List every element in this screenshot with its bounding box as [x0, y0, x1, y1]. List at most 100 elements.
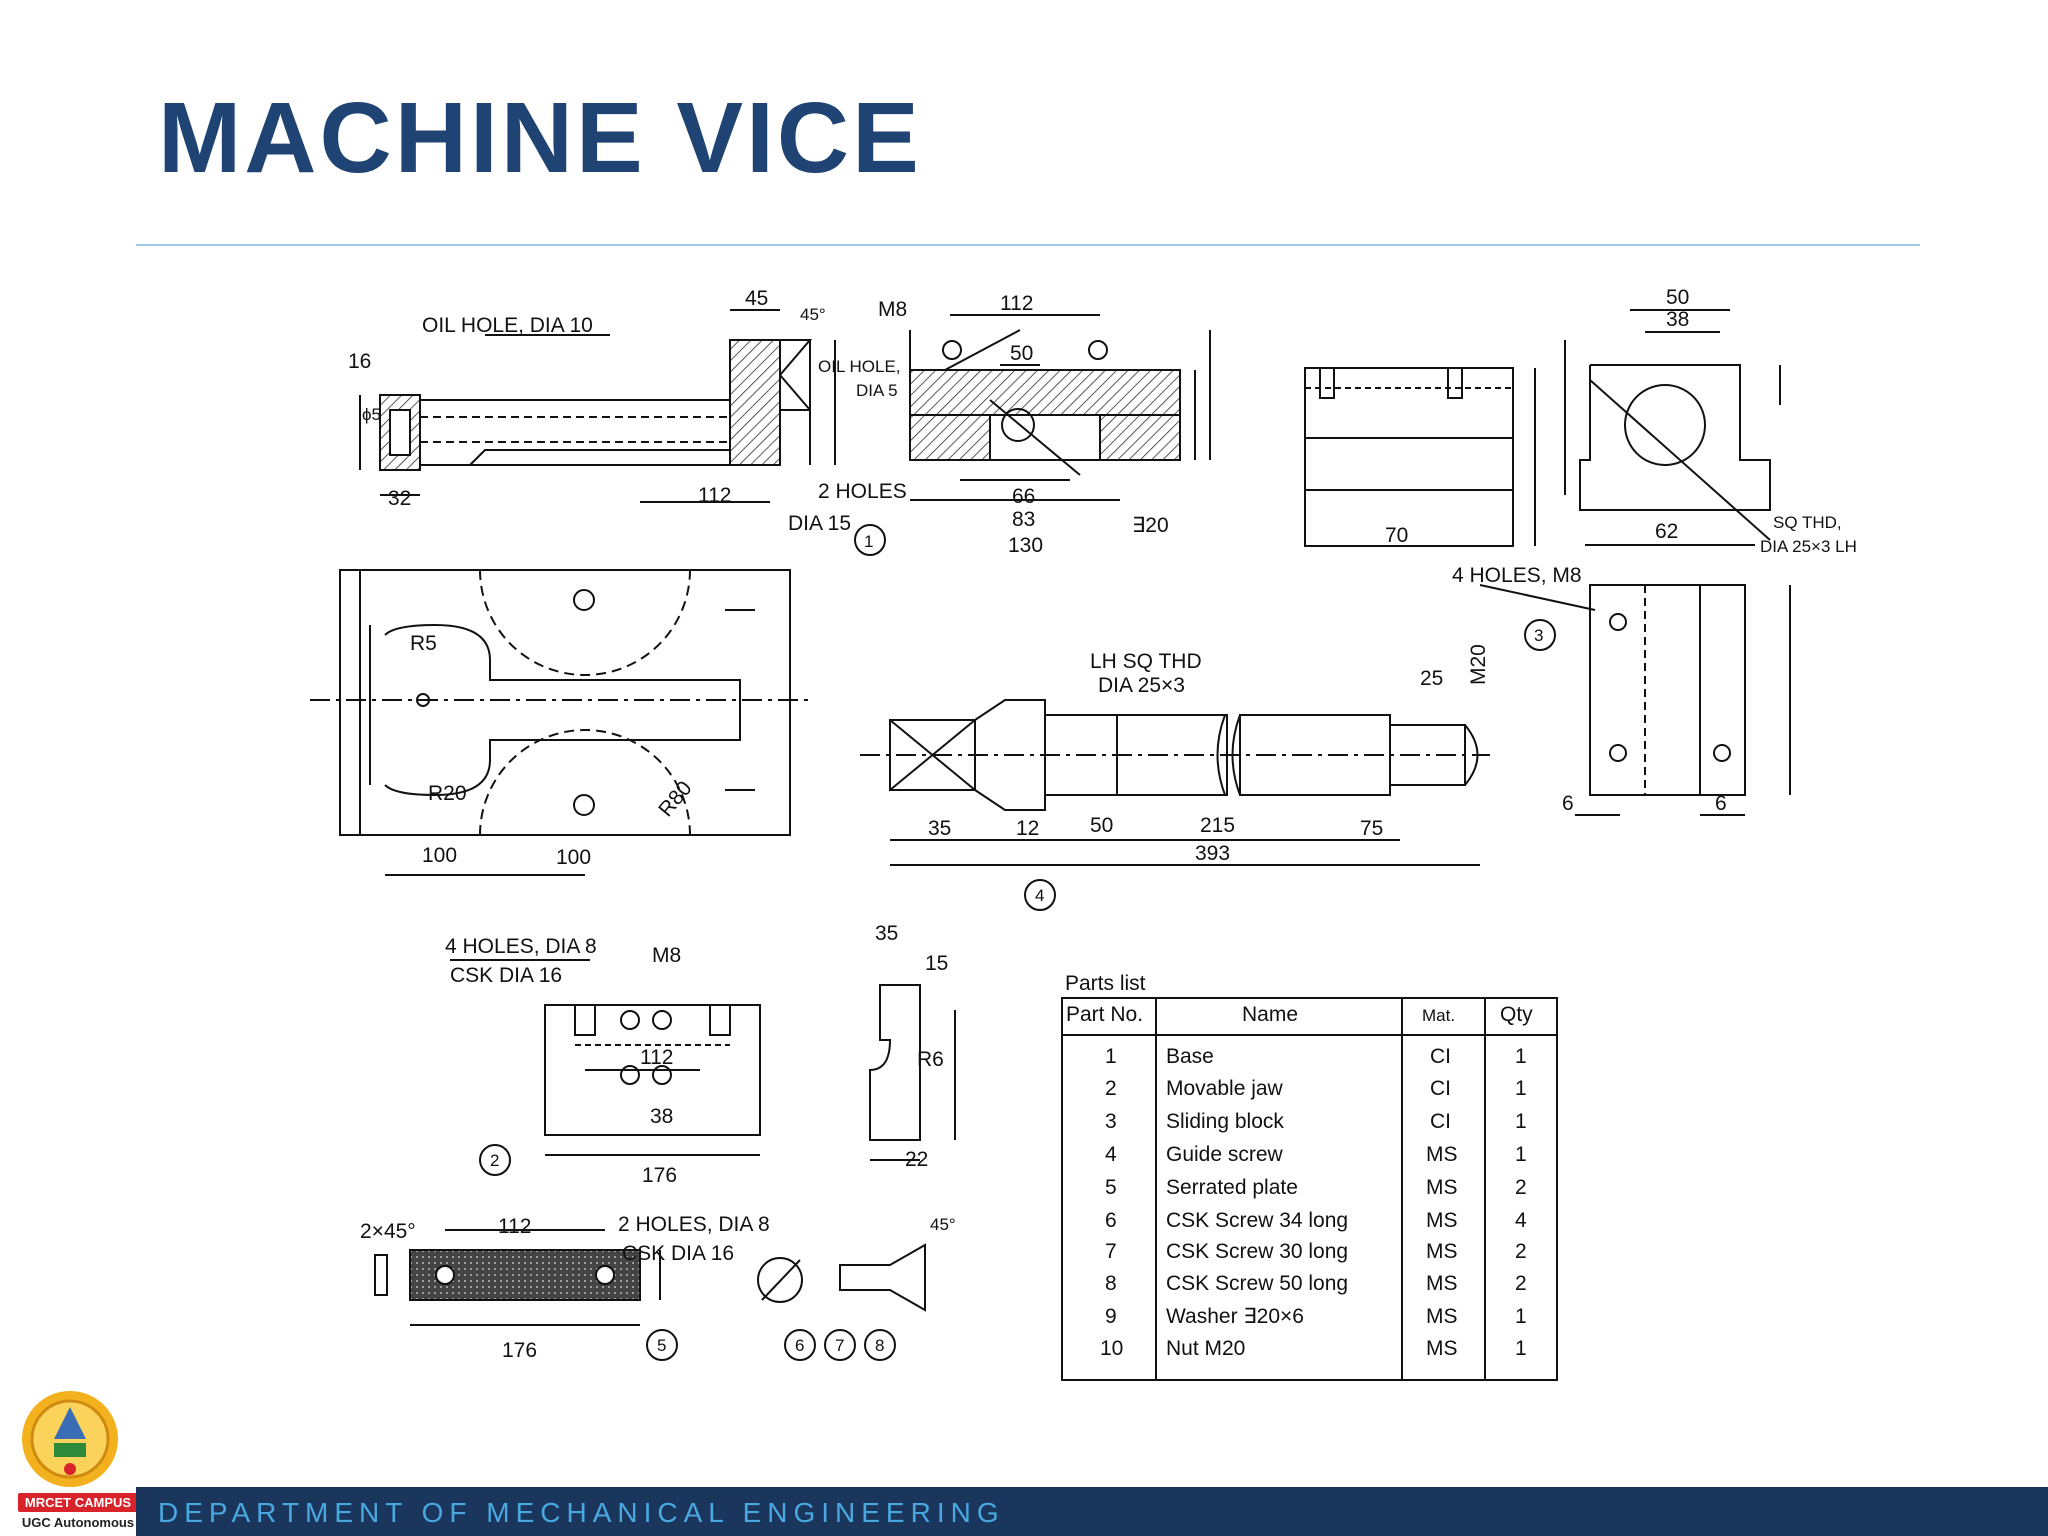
base-phi5-label: ϕ5: [362, 405, 381, 424]
sliding-block-part-number: 3: [1534, 626, 1543, 645]
parts-table-grid: [1061, 997, 1558, 1381]
department-name: DEPARTMENT OF MECHANICAL ENGINEERING: [158, 1497, 1005, 1528]
base-dim-45: 45: [745, 287, 768, 310]
part-qty: 1: [1515, 1305, 1527, 1328]
screw8-part-number: 8: [875, 1336, 884, 1355]
jaw-dim-22: 22: [905, 1148, 928, 1171]
slide-title: MACHINE VICE: [158, 82, 922, 194]
part-no: 8: [1105, 1272, 1117, 1295]
part-name: CSK Screw 30 long: [1166, 1240, 1348, 1263]
screw-dim-35: 35: [928, 817, 951, 840]
part-no: 9: [1105, 1305, 1117, 1328]
part-qty: 1: [1515, 1077, 1527, 1100]
screw-dim-75: 75: [1360, 817, 1383, 840]
csk-screws-view: [757, 1243, 926, 1361]
part-name: CSK Screw 34 long: [1166, 1209, 1348, 1232]
parts-header-name: Name: [1242, 1003, 1298, 1026]
part-material: MS: [1426, 1240, 1458, 1263]
table-row: 2 Movable jaw CI 1: [1105, 1077, 1527, 1100]
parts-header-part-no: Part No.: [1066, 1003, 1143, 1026]
sliding-block-four-holes: 4 HOLES, M8: [1452, 564, 1582, 587]
block-dim-6b: 6: [1715, 792, 1727, 815]
base-dim-32: 32: [388, 487, 411, 510]
part-name: Nut M20: [1166, 1337, 1245, 1360]
screw-lh-sq-dia: DIA 25×3: [1098, 674, 1185, 697]
base-dim-83: 83: [1012, 508, 1035, 531]
base-45deg-label: 45°: [800, 305, 826, 324]
part-name: CSK Screw 50 long: [1166, 1272, 1348, 1295]
footer-bar: DEPARTMENT OF MECHANICAL ENGINEERING: [136, 1487, 2048, 1536]
part-qty: 1: [1515, 1110, 1527, 1133]
table-row: 10 Nut M20 MS 1: [1100, 1337, 1527, 1360]
plate-csk-label: CSK DIA 16: [622, 1242, 734, 1265]
part-no: 3: [1105, 1110, 1117, 1133]
jaw-dim-112: 112: [640, 1046, 673, 1069]
base-dim-50: 50: [1010, 342, 1033, 365]
parts-header-material: Mat.: [1422, 1006, 1455, 1025]
part-no: 1: [1105, 1045, 1117, 1068]
base-two-holes-label: 2 HOLES: [818, 480, 907, 503]
part-qty: 2: [1515, 1176, 1527, 1199]
emblem-icon: [22, 1391, 118, 1487]
part-no: 6: [1105, 1209, 1117, 1232]
oil-hole-label: OIL HOLE, DIA 10: [422, 314, 593, 337]
screw-part-number: 4: [1035, 886, 1044, 905]
part-no: 2: [1105, 1077, 1117, 1100]
sliding-block-view: [1304, 309, 1791, 816]
base-dim-112-top: 112: [1000, 292, 1033, 315]
table-row: 4 Guide screw MS 1: [1105, 1143, 1527, 1166]
screw7-part-number: 7: [835, 1336, 844, 1355]
plan-r80-label: R80: [654, 777, 696, 821]
oil-hole-dia-label: DIA 5: [856, 381, 898, 400]
part-material: MS: [1426, 1272, 1458, 1295]
part-qty: 1: [1515, 1337, 1527, 1360]
plan-dim-100a: 100: [422, 844, 457, 867]
block-dim-62: 62: [1655, 520, 1678, 543]
plate-chamfer-label: 2×45°: [360, 1220, 416, 1243]
screw-lh-sq-thd: LH SQ THD: [1090, 650, 1202, 673]
screw6-part-number: 6: [795, 1336, 804, 1355]
block-dim-70: 70: [1385, 524, 1408, 547]
drawing-labels: OIL HOLE, DIA 10 OIL HOLE, DIA 5 M8 2 HO…: [348, 286, 1857, 1362]
base-elevation-view: [359, 309, 836, 503]
machine-vice-drawing: OIL HOLE, DIA 10 OIL HOLE, DIA 5 M8 2 HO…: [310, 286, 1857, 1381]
jaw-csk-label: CSK DIA 16: [450, 964, 562, 987]
college-logo: MRCET CAMPUS UGC Autonomous: [10, 1385, 138, 1535]
part-no: 10: [1100, 1337, 1123, 1360]
base-dim-16: 16: [348, 350, 371, 373]
part-material: MS: [1426, 1176, 1458, 1199]
base-plan-view: [310, 569, 810, 876]
part-material: MS: [1426, 1337, 1458, 1360]
plan-r20-label: R20: [428, 782, 467, 805]
base-dia20-label: ∃20: [1132, 514, 1169, 537]
base-dim-66: 66: [1012, 485, 1035, 508]
base-dia15-label: DIA 15: [788, 512, 851, 535]
part-qty: 4: [1515, 1209, 1527, 1232]
sliding-block-sq-thd-dia: DIA 25×3 LH: [1760, 537, 1857, 556]
table-row: 7 CSK Screw 30 long MS 2: [1105, 1240, 1527, 1263]
part-name: Sliding block: [1166, 1110, 1284, 1133]
logo-subtitle: UGC Autonomous: [21, 1515, 135, 1530]
base-dim-112: 112: [698, 484, 731, 507]
screw-dim-215: 215: [1200, 814, 1235, 837]
jaw-dim-35: 35: [875, 922, 898, 945]
part-name: Serrated plate: [1166, 1176, 1298, 1199]
part-material: MS: [1426, 1209, 1458, 1232]
jaw-dim-176: 176: [642, 1164, 677, 1187]
part-name: Base: [1166, 1045, 1214, 1068]
jaw-part-number: 2: [490, 1151, 499, 1170]
plate-dim-176: 176: [502, 1339, 537, 1362]
table-row: 3 Sliding block CI 1: [1105, 1110, 1527, 1133]
base-section-view: [854, 314, 1211, 556]
plan-r5-label: R5: [410, 632, 437, 655]
part-name: Washer ∃20×6: [1166, 1305, 1304, 1328]
part-qty: 2: [1515, 1240, 1527, 1263]
part-no: 4: [1105, 1143, 1117, 1166]
part-material: CI: [1430, 1110, 1451, 1133]
jaw-dim-38: 38: [650, 1105, 673, 1128]
oil-hole-small-label: OIL HOLE,: [818, 357, 901, 376]
base-part-number: 1: [864, 532, 873, 551]
part-name: Guide screw: [1166, 1143, 1284, 1166]
jaw-dim-15: 15: [925, 952, 948, 975]
part-material: MS: [1426, 1143, 1458, 1166]
